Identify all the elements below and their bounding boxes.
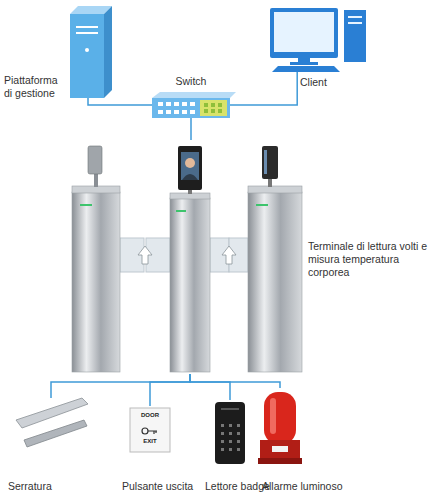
network-wire [88, 98, 152, 105]
network-wire [190, 118, 192, 140]
node-label: Switch [152, 75, 230, 88]
face-terminal-side [88, 146, 102, 174]
monitor-screen [274, 12, 334, 52]
alarm-beacon-icon [258, 392, 302, 464]
server-icon [70, 6, 112, 98]
monitor-frame [270, 8, 338, 58]
magnetic-lock-icon [16, 398, 88, 447]
keypad [221, 424, 240, 451]
status-led [80, 204, 92, 206]
node-label: Pulsante uscita [122, 480, 193, 493]
network-wire [230, 72, 297, 105]
pillar [248, 192, 302, 372]
server-slot [76, 32, 98, 34]
switch-panel [200, 100, 227, 116]
beacon-plate [272, 446, 288, 452]
switch-front [152, 98, 230, 118]
network-wire [150, 374, 190, 406]
switch-top [152, 92, 236, 98]
key-symbol [148, 431, 157, 434]
pc-slot [348, 22, 362, 24]
monitor-base [290, 62, 318, 65]
status-led [176, 210, 186, 212]
lock-node: Serratura [14, 398, 88, 464]
network-wire [190, 374, 280, 388]
alarm-node: Allarme luminoso [258, 388, 302, 468]
pillar-cap [72, 186, 120, 193]
key-symbol [142, 428, 148, 434]
switch-icon [152, 92, 236, 118]
face-body [182, 174, 198, 180]
pillar [170, 198, 210, 372]
face-terminal-side [262, 146, 278, 179]
pc-slot [348, 16, 362, 18]
node-label: Serratura [8, 480, 52, 493]
printed-label: EXIT [128, 438, 172, 445]
client-icon [270, 8, 366, 72]
server-node: Piattaforma di gestione [64, 6, 112, 98]
terminal-screen-edge [264, 150, 267, 174]
switch-ports [158, 102, 195, 114]
face-terminal [178, 146, 202, 190]
node-label: Piattaforma di gestione [4, 74, 64, 100]
direction-arrow [138, 246, 152, 264]
node-label: Allarme luminoso [262, 480, 343, 493]
direction-arrow [222, 246, 236, 264]
turnstile-node: Terminale di lettura volti e misura temp… [62, 140, 304, 374]
switch-node: Switch [152, 92, 230, 118]
badge-reader-node: Lettore badge [213, 400, 247, 466]
pc-tower [344, 10, 366, 62]
face [185, 158, 195, 168]
server-side [104, 6, 112, 98]
reader-led [221, 408, 239, 410]
node-label: Terminale di lettura volti e misura temp… [308, 240, 433, 279]
reader-body [215, 402, 245, 464]
status-led [256, 204, 268, 206]
keyboard [272, 66, 340, 72]
turnstile-illustration [72, 146, 302, 372]
pillar-cap [248, 186, 302, 193]
network-wire [190, 374, 230, 400]
server-led [85, 48, 89, 52]
badge-reader-icon [215, 402, 245, 464]
node-label: Lettore badge [205, 480, 270, 493]
beacon-dome [264, 392, 296, 444]
lock-plate [24, 420, 87, 447]
terminal-pole [268, 178, 272, 187]
printed-label: DOOR [128, 412, 172, 419]
network-wire [51, 374, 190, 398]
node-label: Client [300, 76, 327, 89]
beacon-highlight [270, 398, 276, 434]
client-node: Client [266, 6, 370, 72]
terminal-screen [181, 152, 199, 180]
pillar [72, 192, 120, 372]
beacon-base [260, 440, 300, 459]
switch-panel-ports [204, 103, 222, 113]
beacon-foot [258, 458, 302, 464]
server-slot [76, 26, 98, 28]
server-front [70, 14, 104, 98]
